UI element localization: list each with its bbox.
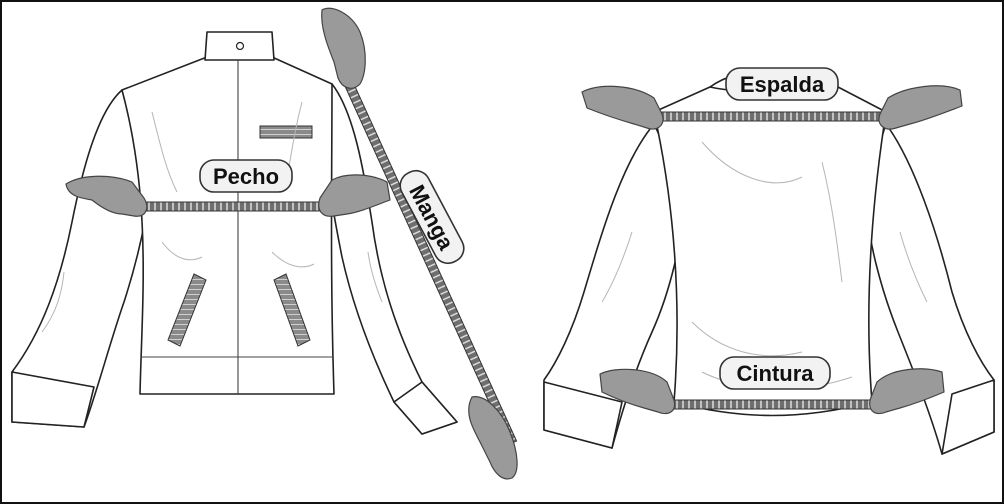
chest-pocket [260, 126, 312, 138]
back-right-hand-icon [879, 86, 962, 129]
sleeve-top-hand-icon [322, 8, 366, 88]
back-tape-measure [654, 112, 886, 121]
label-chest: Pecho [200, 160, 292, 192]
svg-text:Pecho: Pecho [213, 164, 279, 189]
chest-tape-measure [120, 202, 330, 211]
label-waist: Cintura [720, 357, 830, 389]
waist-tape-measure [662, 400, 880, 409]
label-back: Espalda [726, 68, 838, 100]
svg-text:Espalda: Espalda [740, 72, 825, 97]
front-jacket [12, 32, 457, 434]
collar-button [237, 43, 244, 50]
back-left-hand-icon [582, 86, 663, 129]
sleeve-bottom-hand-icon [469, 397, 517, 479]
svg-text:Cintura: Cintura [737, 361, 815, 386]
